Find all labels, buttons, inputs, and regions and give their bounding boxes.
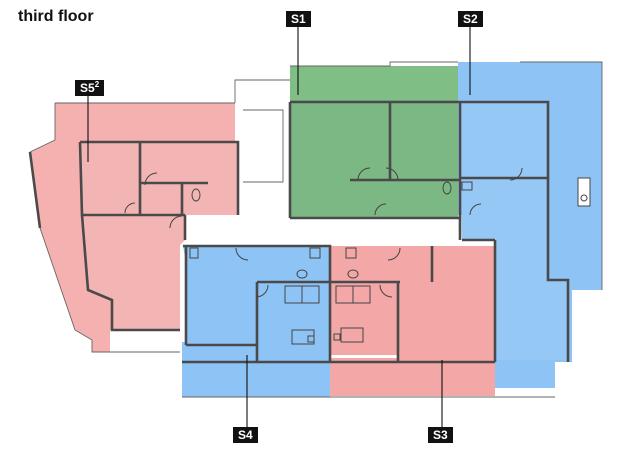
unit-label-text: S4 [238, 428, 253, 442]
unit-s1-interior [290, 100, 458, 218]
unit-label-text: S1 [291, 12, 306, 26]
desk-icon [340, 327, 364, 343]
unit-s3-terrace-corner [495, 362, 555, 388]
door-swing-icon [235, 247, 249, 261]
door-swing-icon [255, 284, 269, 298]
unit-label-text: S2 [463, 12, 478, 26]
unit-s3-zone [330, 246, 555, 396]
toilet-icon [442, 181, 452, 195]
unit-s5-interior [80, 142, 238, 330]
door-swing-icon [124, 202, 136, 214]
unit-s1-balcony [290, 66, 458, 102]
unit-label-text: S3 [433, 428, 448, 442]
unit-label-superscript: 2 [94, 80, 100, 89]
door-swing-icon [357, 167, 371, 181]
door-swing-icon [169, 215, 183, 229]
unit-s3-terrace [330, 358, 495, 396]
sink-icon [345, 247, 357, 259]
toilet-icon [296, 269, 308, 279]
door-swing-icon [387, 247, 401, 261]
sink-icon [309, 247, 321, 259]
unit-label-text: S5 [80, 81, 95, 95]
door-swing-icon [144, 172, 158, 186]
unit-s2-interior [460, 100, 568, 360]
sink-icon [189, 247, 199, 259]
bathtub-icon [577, 177, 591, 207]
page-title: third floor [18, 8, 94, 25]
walls [28, 100, 570, 364]
unit-s2-zone [458, 62, 602, 388]
leader-lines [87, 27, 471, 427]
unit-label-s5: S52 [75, 80, 105, 96]
unit-label-s1: S1 [286, 11, 311, 27]
unit-s1-zone [290, 66, 458, 218]
fixtures [124, 167, 591, 345]
outline-lines [29, 61, 603, 398]
door-swing-icon [469, 203, 482, 216]
door-swing-icon [385, 167, 399, 181]
toilet-icon [191, 188, 201, 202]
unit-label-s2: S2 [458, 11, 483, 27]
unit-s3-interior [330, 246, 495, 362]
door-swing-icon [374, 203, 387, 216]
toilet-icon [347, 269, 359, 279]
unit-label-s4: S4 [233, 427, 258, 443]
door-swing-icon [509, 167, 523, 181]
sink-icon [461, 181, 473, 191]
unit-label-s3: S3 [428, 427, 453, 443]
door-swing-icon [379, 284, 393, 298]
